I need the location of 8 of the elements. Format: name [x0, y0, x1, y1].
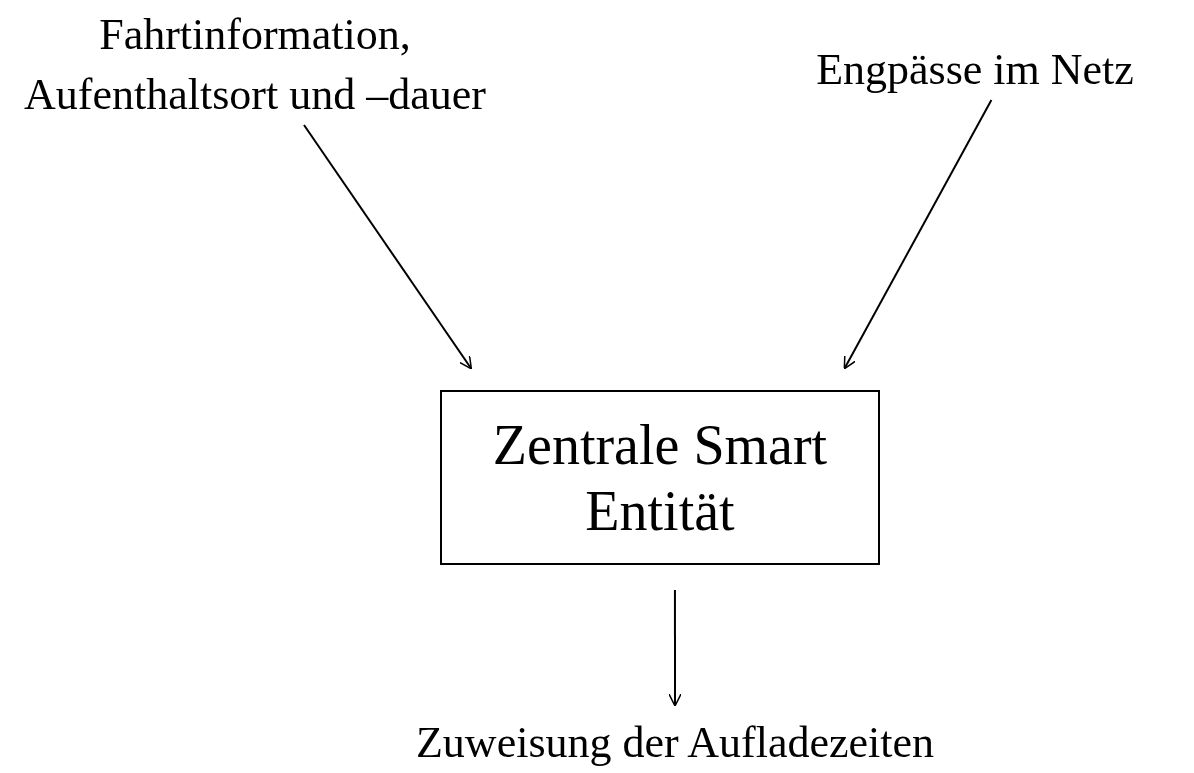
arrow	[303, 124, 473, 370]
box-label: Zentrale Smart Entität	[491, 412, 829, 544]
arrow	[668, 589, 682, 707]
input-text: Engpässe im Netz	[816, 44, 1134, 96]
input-text: Fahrtinformation, Aufenthaltsort und –dauer	[23, 9, 487, 121]
process-box	[440, 390, 880, 565]
output-text: Zuweisung der Aufladezeiten	[416, 717, 934, 769]
arrow	[843, 99, 993, 370]
